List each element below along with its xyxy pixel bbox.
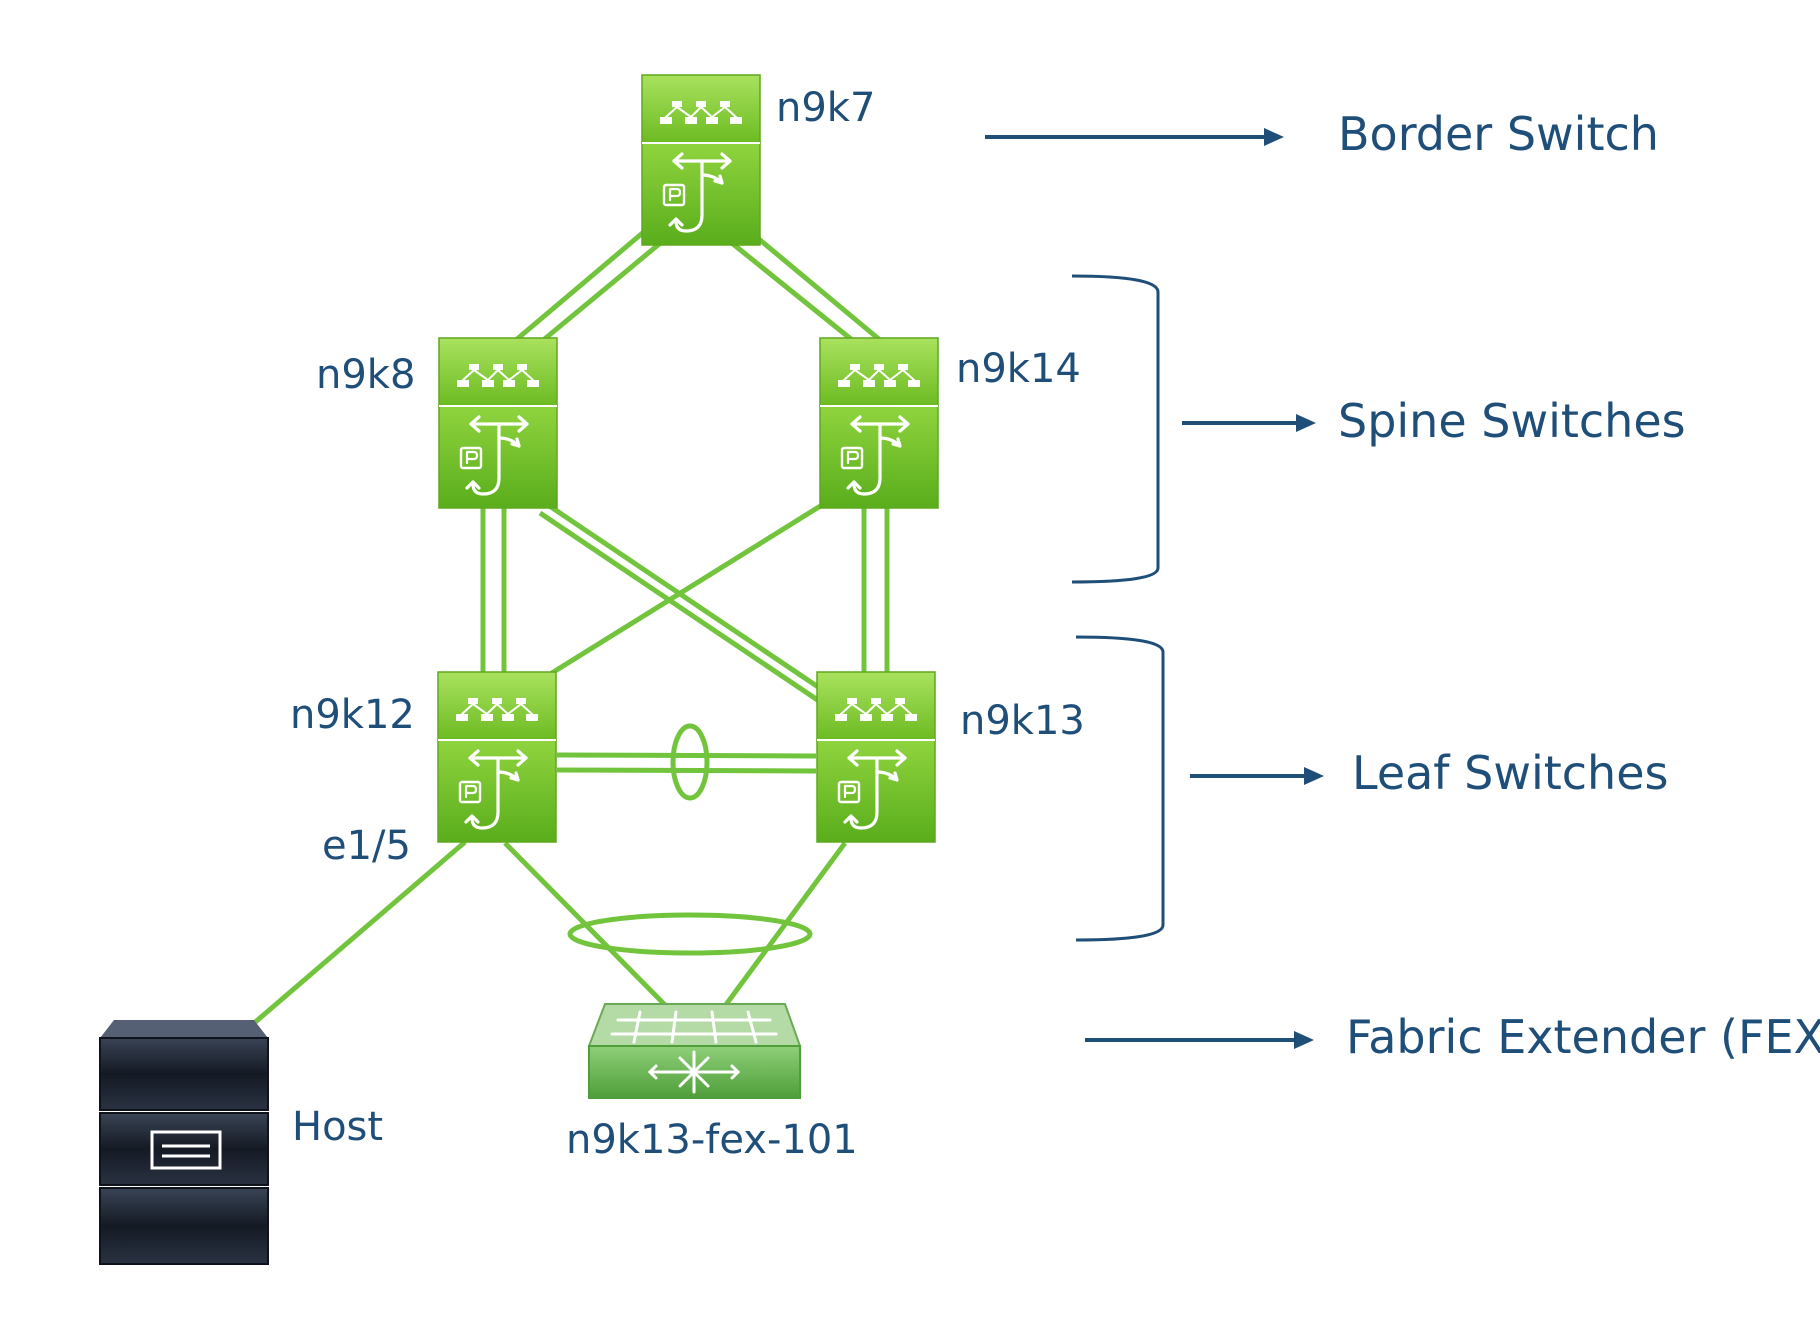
link-n9k8-n9k13-a xyxy=(546,502,832,698)
fabric-extender-icon xyxy=(587,1003,802,1099)
device-label: n9k13-fex-101 xyxy=(566,1117,858,1163)
device-label: n9k14 xyxy=(956,346,1081,392)
leaf-switch-node-left[interactable]: n9k12 e1/5 xyxy=(290,670,558,869)
bracket xyxy=(1071,274,1160,584)
role-annotation-spine: Spine Switches xyxy=(1071,274,1686,584)
link-n9k7-n9k8-b xyxy=(522,238,666,358)
link-n9k7-n9k14-b xyxy=(726,238,874,358)
host-node[interactable]: Host xyxy=(99,1020,383,1265)
role-label: Spine Switches xyxy=(1338,394,1686,448)
peer-link-bundle xyxy=(670,723,710,801)
nexus-switch-icon xyxy=(815,670,937,844)
device-label: n9k12 xyxy=(290,692,415,738)
nexus-switch-icon xyxy=(818,336,940,510)
arrow-head-icon xyxy=(1304,767,1324,785)
device-label: Host xyxy=(292,1104,383,1150)
border-switch-node[interactable]: n9k7 xyxy=(640,73,875,247)
bracket xyxy=(1075,635,1165,942)
fex-node[interactable]: n9k13-fex-101 xyxy=(566,1003,858,1163)
role-annotation-fex: Fabric Extender (FEX) xyxy=(1085,1010,1820,1064)
leaf-switch-node-right[interactable]: n9k13 xyxy=(815,670,1085,844)
link-n9k7-n9k8-a xyxy=(508,223,654,347)
role-label: Fabric Extender (FEX) xyxy=(1346,1010,1820,1064)
role-annotation-leaf: Leaf Switches xyxy=(1075,635,1668,942)
link-n9k13-fex xyxy=(719,841,848,1012)
device-label: n9k8 xyxy=(316,352,415,398)
server-host-icon xyxy=(99,1020,269,1265)
arrow-head-icon xyxy=(1294,1031,1314,1049)
link-n9k8-n9k13-b xyxy=(538,510,824,706)
role-label: Border Switch xyxy=(1338,107,1659,161)
nexus-switch-icon xyxy=(640,73,762,247)
peer-link-b xyxy=(556,767,817,774)
arrow-head-icon xyxy=(1296,414,1316,432)
link-n9k14-n9k12 xyxy=(545,497,832,679)
link-n9k12-host xyxy=(251,840,467,1026)
role-label: Leaf Switches xyxy=(1352,746,1668,800)
peer-link-a xyxy=(556,752,817,759)
port-label: e1/5 xyxy=(322,823,411,869)
role-annotation-border: Border Switch xyxy=(985,107,1659,161)
fex-vpc-bundle xyxy=(567,912,813,956)
device-label: n9k13 xyxy=(960,698,1085,744)
nexus-switch-icon xyxy=(437,336,559,510)
links xyxy=(251,223,890,1026)
spine-switch-node-right[interactable]: n9k14 xyxy=(818,336,1081,510)
nexus-switch-icon xyxy=(436,670,558,844)
device-label: n9k7 xyxy=(776,85,875,131)
link-n9k7-n9k14-a xyxy=(740,223,888,347)
arrow-head-icon xyxy=(1264,128,1284,146)
spine-switch-node-left[interactable]: n9k8 xyxy=(316,336,559,510)
